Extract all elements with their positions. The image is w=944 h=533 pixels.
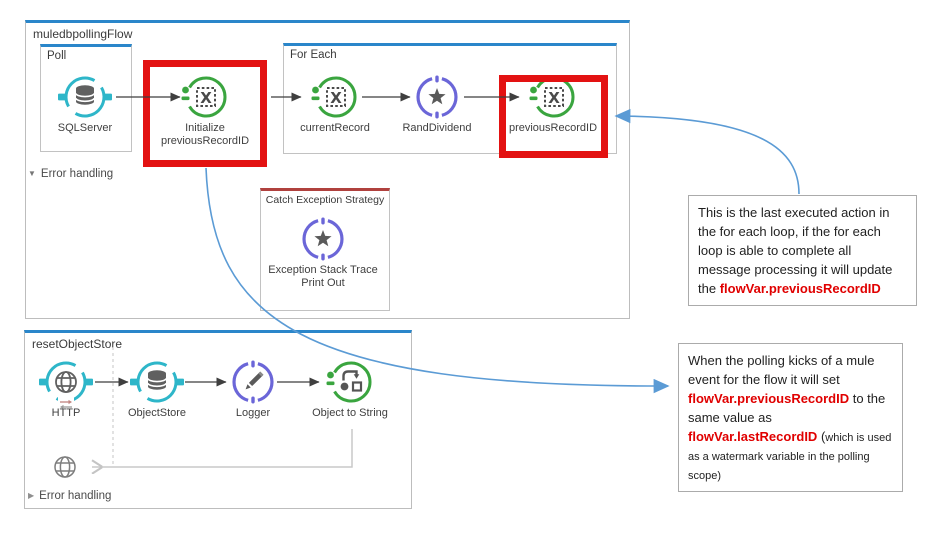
callout-text: ( <box>817 429 826 444</box>
highlight-box-initialize <box>143 60 267 167</box>
callout-curve-previousrecordid <box>614 108 800 195</box>
node-http[interactable]: HTTP <box>16 360 116 420</box>
callout-small-note: which is used as a watermark variable in… <box>688 432 892 482</box>
error-handling-label: Error handling <box>39 490 112 502</box>
triangle-down-icon: ▼ <box>28 169 36 178</box>
foreach-scope[interactable]: For Each <box>283 43 617 154</box>
http-transfer-icon <box>58 397 74 410</box>
callout-highlight: flowVar.lastRecordID <box>688 429 818 444</box>
node-randdividend[interactable]: RandDividend <box>387 75 487 135</box>
node-http-response[interactable] <box>53 455 77 479</box>
node-object-to-string[interactable]: Object to String <box>295 360 405 420</box>
star-icon <box>416 75 458 119</box>
node-label: RandDividend <box>402 122 472 134</box>
svg-text:X: X <box>200 89 212 107</box>
pencil-icon <box>232 360 274 404</box>
node-exception-stack-trace[interactable]: Exception Stack Trace Print Out <box>268 217 378 290</box>
node-sqlserver[interactable]: SQLServer <box>35 75 135 135</box>
foreach-scope-title: For Each <box>290 49 337 61</box>
node-label: Exception Stack Trace Print Out <box>268 264 378 289</box>
variable-x-icon: X <box>529 76 575 118</box>
node-label: Object to String <box>312 407 388 419</box>
transform-icon <box>326 361 372 403</box>
callout-highlight: flowVar.previousRecordID <box>719 281 881 296</box>
database-icon <box>130 361 184 403</box>
svg-text:X: X <box>548 89 560 107</box>
node-label: SQLServer <box>57 122 113 134</box>
callout-text: to the same value as <box>688 391 886 425</box>
node-previousrecordid[interactable]: X previousRecordID <box>503 75 603 135</box>
database-icon <box>58 76 112 118</box>
poll-scope-title: Poll <box>47 50 67 62</box>
node-label: Initialize previousRecordID <box>160 122 250 147</box>
node-label: currentRecord <box>300 122 370 134</box>
error-handling-label: Error handling <box>40 168 114 180</box>
svg-text:X: X <box>330 89 342 107</box>
error-handling-toggle-reset[interactable]: ▶ Error handling <box>28 490 111 502</box>
node-initialize-previousrecordid[interactable]: X Initialize previousRecordID <box>150 75 260 148</box>
catch-exception-title: Catch Exception Strategy <box>265 194 385 206</box>
poll-scope[interactable]: Poll <box>40 44 132 152</box>
error-handling-toggle-main[interactable]: ▼ Error handling <box>28 168 113 180</box>
highlight-box-previousrecordid <box>499 75 608 158</box>
node-currentrecord[interactable]: X currentRecord <box>285 75 385 135</box>
node-logger[interactable]: Logger <box>203 360 303 420</box>
callout-text: When the polling kicks of a mule event f… <box>688 353 875 387</box>
flow-title: muledbpollingFlow <box>33 27 133 41</box>
star-icon <box>302 217 344 261</box>
node-label: Logger <box>235 407 271 419</box>
callout-foreach-note: This is the last executed action in the … <box>688 195 917 306</box>
node-label: ObjectStore <box>127 407 187 419</box>
triangle-right-icon: ▶ <box>28 491 35 500</box>
callout-text: This is the last executed action in the … <box>698 205 893 296</box>
variable-x-icon: X <box>181 76 227 118</box>
globe-icon <box>54 456 76 478</box>
node-label: previousRecordID <box>508 122 598 134</box>
callout-polling-note: When the polling kicks of a mule event f… <box>678 343 903 492</box>
callout-highlight: flowVar.previousRecordID <box>688 391 850 406</box>
flow-title: resetObjectStore <box>32 337 123 351</box>
node-objectstore[interactable]: ObjectStore <box>107 360 207 420</box>
node-label: HTTP <box>51 407 81 419</box>
variable-x-icon: X <box>311 76 357 118</box>
